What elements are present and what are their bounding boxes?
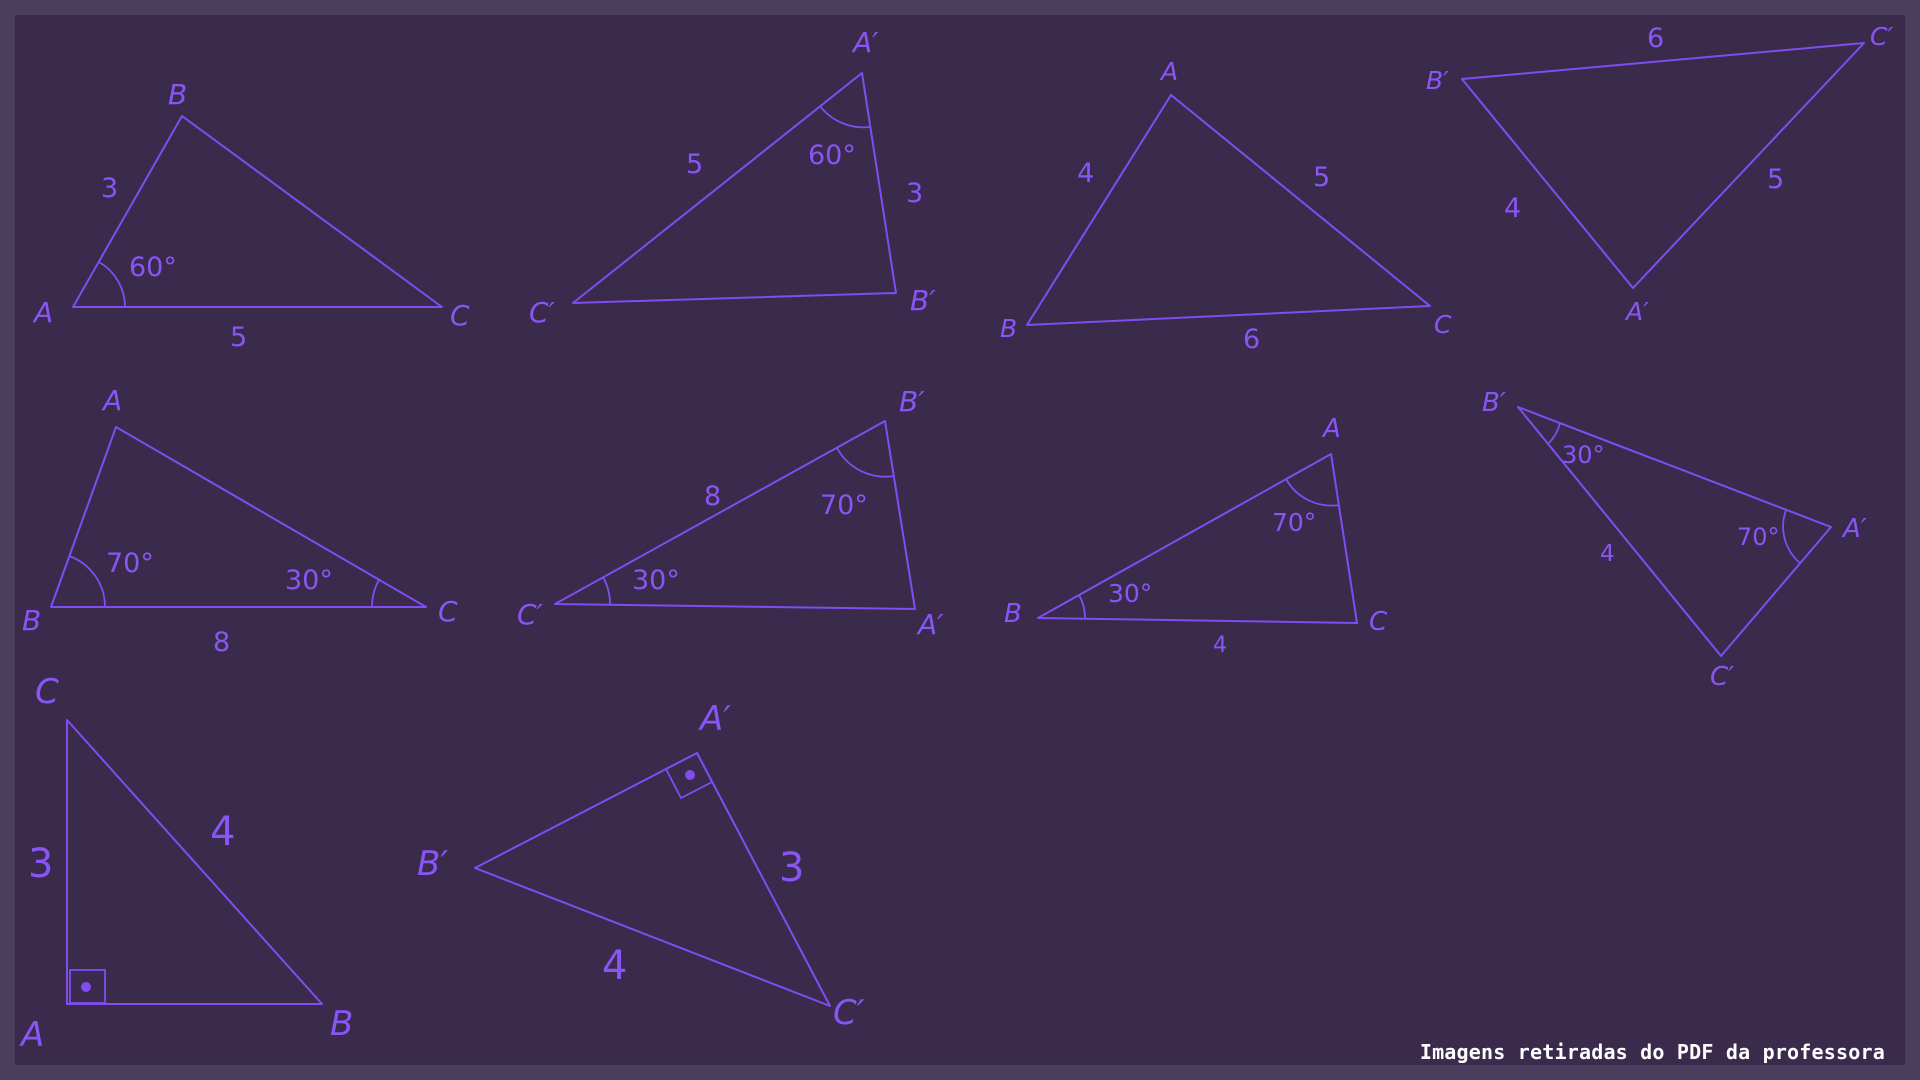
triangle-1-angle-arc bbox=[98, 261, 126, 308]
triangle-10-vertex-a: A′ bbox=[698, 699, 731, 739]
triangle-7-shape bbox=[1037, 453, 1358, 624]
triangle-3-side-bc: 6 bbox=[1243, 324, 1260, 355]
triangle-10-right-angle-dot bbox=[685, 770, 695, 780]
triangle-8: B′ A′ C′ 4 30° 70° bbox=[1482, 388, 1867, 692]
triangle-2-angle-arc bbox=[819, 105, 871, 129]
image-credit: Imagens retiradas do PDF da professora bbox=[1419, 1040, 1885, 1064]
triangle-5-angle-c: 30° bbox=[285, 565, 333, 596]
triangle-5-vertex-c: C bbox=[438, 595, 458, 628]
triangle-4-side-bc: 6 bbox=[1647, 23, 1664, 54]
triangle-4-side-ac: 5 bbox=[1767, 164, 1784, 195]
triangle-3-shape bbox=[1026, 94, 1431, 326]
triangle-4-vertex-a: A′ bbox=[1624, 297, 1649, 326]
triangle-2: A′ B′ C′ 5 3 60° bbox=[529, 26, 936, 329]
triangle-1-shape bbox=[72, 115, 443, 308]
triangle-7-angle-a-arc bbox=[1285, 478, 1340, 507]
triangle-3: A B C 4 5 6 bbox=[1000, 57, 1452, 355]
triangle-1-side-ac: 5 bbox=[230, 322, 247, 353]
triangle-5-shape bbox=[50, 426, 427, 608]
triangle-3-side-ab: 4 bbox=[1077, 158, 1094, 189]
triangle-5-angle-c-arc bbox=[371, 579, 380, 608]
triangle-6-vertex-b: B′ bbox=[899, 385, 925, 418]
triangle-9-side-ac: 3 bbox=[28, 841, 53, 887]
triangle-10-vertex-b: B′ bbox=[417, 844, 448, 884]
triangle-9-vertex-a: A bbox=[19, 1015, 44, 1055]
triangle-10-right-angle-mark bbox=[664, 751, 714, 800]
triangle-8-vertex-c: C′ bbox=[1710, 662, 1734, 692]
triangle-6-side-bc: 8 bbox=[704, 481, 721, 512]
triangle-10-side-bc: 4 bbox=[602, 943, 627, 989]
triangle-6-angle-b-arc bbox=[836, 447, 895, 478]
triangle-10-vertex-c: C′ bbox=[833, 993, 865, 1033]
triangle-6-angle-b: 70° bbox=[820, 490, 868, 521]
triangle-9-right-angle-mark bbox=[69, 969, 106, 1004]
triangle-3-side-ac: 5 bbox=[1313, 162, 1330, 193]
triangle-9-vertex-b: B bbox=[330, 1004, 353, 1044]
triangle-7-vertex-a: A bbox=[1321, 414, 1341, 444]
triangle-6-vertex-a: A′ bbox=[916, 608, 944, 641]
triangle-6-angle-c: 30° bbox=[632, 565, 680, 596]
triangle-7-side-bc: 4 bbox=[1213, 633, 1227, 658]
triangle-4: C′ B′ A′ 6 4 5 bbox=[1426, 22, 1893, 326]
triangle-9-right-angle-dot bbox=[81, 982, 91, 992]
triangle-5-side-bc: 8 bbox=[213, 627, 230, 658]
triangle-8-angle-b: 30° bbox=[1562, 441, 1605, 469]
triangle-6-vertex-c: C′ bbox=[517, 598, 544, 631]
triangle-8-vertex-b: B′ bbox=[1482, 388, 1506, 418]
triangle-5-angle-b: 70° bbox=[106, 548, 154, 579]
triangle-2-angle-a: 60° bbox=[808, 140, 856, 171]
triangle-2-side-ab: 3 bbox=[906, 178, 923, 209]
triangle-1-angle-a: 60° bbox=[129, 252, 177, 283]
triangle-8-angle-a: 70° bbox=[1737, 523, 1780, 551]
triangle-6-shape bbox=[554, 420, 916, 610]
triangle-8-vertex-a: A′ bbox=[1841, 514, 1867, 544]
triangle-2-vertex-b: B′ bbox=[910, 284, 936, 317]
triangle-1-vertex-c: C bbox=[450, 299, 470, 332]
triangle-8-shape bbox=[1517, 406, 1832, 657]
triangle-6: B′ A′ C′ 8 70° 30° bbox=[517, 385, 944, 641]
triangle-4-vertex-b: B′ bbox=[1426, 66, 1449, 95]
triangle-5-vertex-a: A bbox=[101, 384, 122, 417]
triangle-1-vertex-b: B bbox=[168, 78, 187, 111]
triangle-7-vertex-b: B bbox=[1004, 599, 1022, 629]
triangle-1-vertex-a: A bbox=[32, 296, 53, 329]
triangle-3-vertex-c: C bbox=[1434, 310, 1452, 339]
triangle-7-angle-a: 70° bbox=[1272, 508, 1316, 537]
triangle-2-vertex-c: C′ bbox=[529, 296, 556, 329]
triangle-2-vertex-a: A′ bbox=[851, 26, 879, 59]
triangle-7-angle-b-arc bbox=[1078, 594, 1086, 620]
triangle-10-side-ac: 3 bbox=[779, 845, 804, 891]
triangle-9-vertex-c: C bbox=[35, 672, 59, 712]
triangle-8-side-bc: 4 bbox=[1600, 541, 1615, 567]
triangle-4-side-ab: 4 bbox=[1504, 193, 1521, 224]
triangle-9-shape bbox=[66, 719, 323, 1005]
triangle-2-shape bbox=[572, 72, 897, 304]
triangle-10: A′ B′ C′ 3 4 bbox=[417, 699, 865, 1033]
triangle-10-shape bbox=[474, 752, 831, 1007]
triangle-9: C A B 3 4 bbox=[19, 672, 353, 1055]
triangle-3-vertex-b: B bbox=[1000, 314, 1017, 343]
triangle-5: A B C 8 70° 30° bbox=[22, 384, 458, 658]
triangle-4-vertex-c: C′ bbox=[1870, 22, 1893, 51]
triangle-6-angle-c-arc bbox=[602, 576, 611, 606]
triangle-1: A B C 3 5 60° bbox=[32, 78, 470, 353]
triangle-7: A B C 4 70° 30° bbox=[1004, 414, 1388, 658]
triangle-1-side-ab: 3 bbox=[101, 173, 118, 204]
triangle-2-side-ac: 5 bbox=[686, 149, 703, 180]
triangle-4-shape bbox=[1461, 42, 1865, 289]
triangle-8-angle-b-arc bbox=[1548, 422, 1561, 444]
triangle-8-angle-a-arc bbox=[1782, 509, 1801, 564]
triangle-3-vertex-a: A bbox=[1159, 57, 1178, 86]
triangle-7-angle-b: 30° bbox=[1108, 579, 1152, 608]
triangle-7-vertex-c: C bbox=[1369, 607, 1388, 637]
triangle-5-angle-b-arc bbox=[68, 555, 106, 608]
drawing-board bbox=[15, 15, 1905, 1065]
triangle-5-vertex-b: B bbox=[22, 604, 41, 637]
triangle-9-side-bc: 4 bbox=[210, 809, 235, 855]
